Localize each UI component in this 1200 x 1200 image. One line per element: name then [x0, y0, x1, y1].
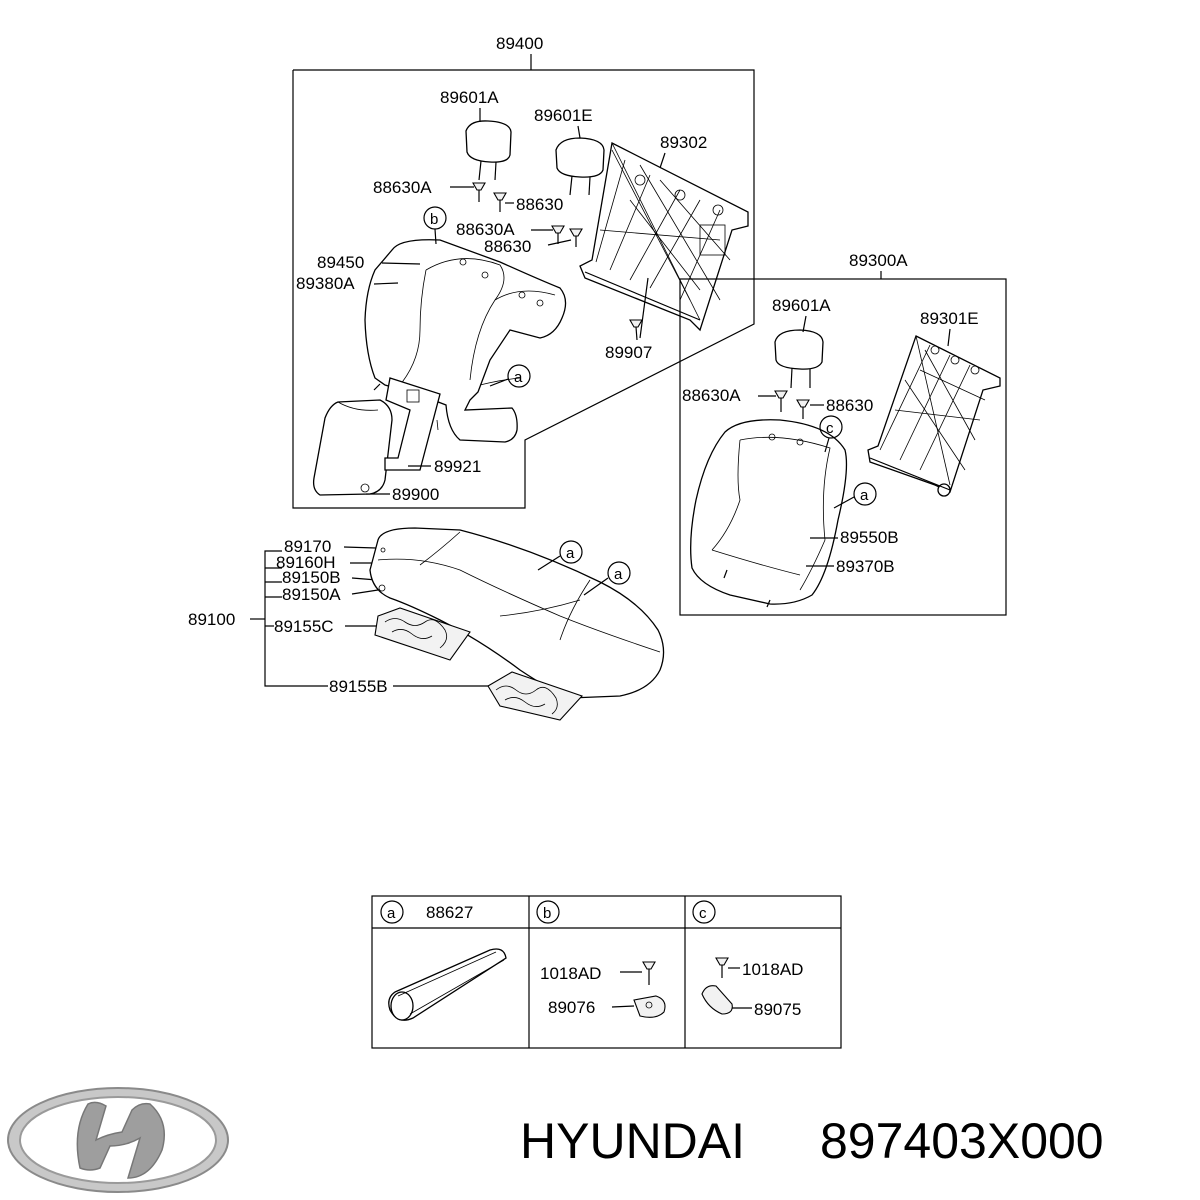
callout-89170: 89170 — [284, 537, 331, 556]
seat-cushion-89100 — [369, 527, 665, 699]
callout-88630A-3: 88630A — [682, 386, 741, 405]
legend-part-89075: 89075 — [754, 1000, 801, 1019]
hyundai-logo — [7, 1087, 229, 1193]
callout-89150B: 89150B — [282, 568, 341, 587]
circle-marker-c-group: c — [819, 415, 843, 453]
callout-89300A: 89300A — [849, 251, 908, 270]
bracket-89921 — [384, 377, 441, 471]
group-89400-frame — [292, 69, 755, 509]
callout-89150A: 89150A — [282, 585, 341, 604]
callout-89370B: 89370B — [836, 557, 895, 576]
callout-89550B: 89550B — [840, 528, 899, 547]
legend-column-c: c 1018AD 89075 — [692, 900, 803, 1019]
legend-marker-b: b — [543, 905, 551, 922]
circle-marker-c: c — [826, 420, 834, 437]
callout-88630A-1: 88630A — [373, 178, 432, 197]
group-89400: 89400 89601A 89601E — [292, 34, 755, 509]
screw-88630-3 — [796, 399, 824, 419]
seatback-frame-89301E — [867, 335, 1001, 497]
callout-89601A-top: 89601A — [440, 88, 499, 107]
callout-89400: 89400 — [496, 34, 543, 53]
circle-marker-b: b — [430, 211, 438, 228]
part-number: 897403X000 — [820, 1113, 1104, 1169]
legend-marker-a: a — [387, 905, 396, 922]
callout-89301E: 89301E — [920, 309, 979, 328]
callout-89601E: 89601E — [534, 106, 593, 125]
callout-89160H: 89160H — [276, 553, 336, 572]
screw-88630-1 — [493, 192, 514, 212]
seatback-cushion-right — [690, 419, 848, 608]
circle-marker-a: a — [566, 545, 575, 562]
heater-pad-89155C — [374, 607, 471, 661]
callout-89155B: 89155B — [329, 677, 388, 696]
callout-88630-2: 88630 — [484, 237, 531, 256]
screw-89907 — [629, 277, 649, 341]
callout-89601A-right: 89601A — [772, 296, 831, 315]
screw-88630A-3 — [758, 390, 788, 412]
screw-88630A-2 — [531, 225, 565, 244]
legend-part-1018AD-c: 1018AD — [742, 960, 803, 979]
legend-table: a 88627 b 1018AD 89076 c — [371, 895, 842, 1049]
circle-marker-a-group3: a — [537, 540, 583, 571]
callout-89302: 89302 — [660, 133, 707, 152]
group-89300A-frame — [679, 278, 1007, 616]
callout-89155C: 89155C — [274, 617, 334, 636]
circle-marker-a-group1: a — [489, 364, 531, 388]
legend-part-1018AD-b: 1018AD — [540, 964, 601, 983]
brand-name: HYUNDAI — [520, 1113, 745, 1169]
callout-89921: 89921 — [434, 457, 481, 476]
screw-88630-2 — [547, 228, 583, 247]
screw-88630A-1 — [450, 182, 486, 202]
headrest-89601E — [555, 137, 605, 196]
trim-channel-88627 — [388, 948, 507, 1021]
seatback-cushion — [364, 239, 567, 443]
callout-89900: 89900 — [392, 485, 439, 504]
heater-pad-89155B — [487, 671, 583, 721]
seatback-frame-89302 — [579, 142, 749, 332]
callout-88630A-2: 88630A — [456, 220, 515, 239]
legend-column-a: a 88627 — [380, 900, 507, 1021]
circle-marker-a: a — [514, 369, 523, 386]
callout-88630-3: 88630 — [826, 396, 873, 415]
circle-marker-a-group2: a — [833, 482, 877, 509]
clip-89076 — [633, 995, 666, 1018]
group-89100: 89100 89170 89160H 89150B 89150A 89155C … — [188, 527, 665, 721]
callout-89100: 89100 — [188, 610, 235, 629]
callout-88630-1: 88630 — [516, 195, 563, 214]
callout-89380A: 89380A — [296, 274, 355, 293]
circle-marker-b-group1: b — [423, 206, 447, 245]
headrest-89601A-right — [774, 329, 824, 389]
headrest-89601A — [465, 120, 512, 181]
circle-marker-a: a — [614, 566, 623, 583]
legend-part-88627: 88627 — [426, 903, 473, 922]
legend-part-89076: 89076 — [548, 998, 595, 1017]
legend-marker-c: c — [699, 905, 707, 922]
circle-marker-a-group4: a — [583, 561, 631, 596]
callout-89450: 89450 — [317, 253, 364, 272]
clip-89075 — [701, 985, 733, 1015]
callout-89907: 89907 — [605, 343, 652, 362]
group-89300A: 89300A 89601A 89301E — [679, 251, 1007, 616]
legend-column-b: b 1018AD 89076 — [536, 900, 666, 1018]
circle-marker-a: a — [860, 487, 869, 504]
armrest-89900 — [312, 399, 393, 496]
